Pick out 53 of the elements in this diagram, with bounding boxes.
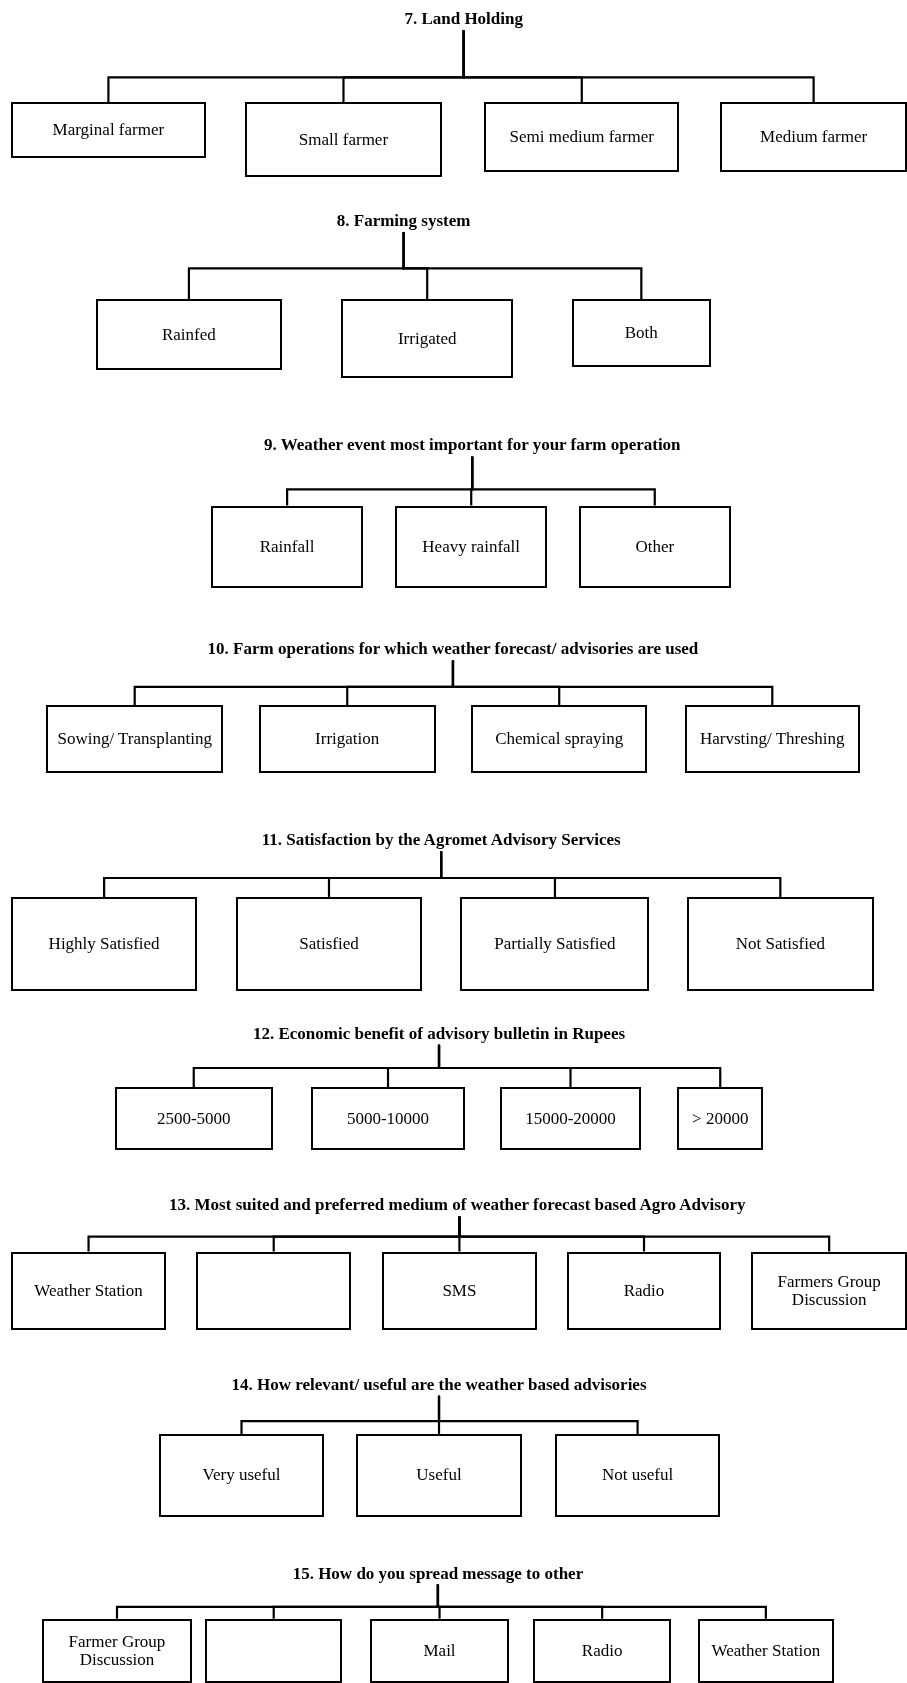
option-box: Rainfed: [95, 299, 283, 371]
option-box: Satisfied: [236, 897, 422, 991]
question-heading: 15. How do you spread message to other: [292, 1562, 584, 1585]
option-box: Partially Satisfied: [460, 897, 650, 991]
question-heading: 12. Economic benefit of advisory bulletin in Rupees: [252, 1022, 626, 1045]
option-box: 15000-20000: [500, 1087, 641, 1150]
question-heading: 7. Land Holding: [404, 8, 523, 31]
connector-line: [451, 660, 774, 706]
option-box: Rainfall: [211, 505, 363, 589]
question-heading: 14. How relevant/ useful are the weather based advisories: [231, 1373, 647, 1396]
connector-line: [458, 1216, 831, 1252]
option-box: Irrigated: [341, 299, 514, 378]
empty-option-box: [196, 1251, 351, 1330]
empty-option-box: [205, 1618, 343, 1683]
option-box: Useful: [356, 1434, 522, 1517]
question-heading: 8. Farming system: [336, 210, 471, 233]
option-box: 2500-5000: [114, 1087, 273, 1150]
option-box: Very useful: [158, 1434, 325, 1517]
option-box: Farmers Group Discussion: [751, 1251, 907, 1330]
option-box: 5000-10000: [311, 1087, 465, 1150]
option-box: Highly Satisfied: [10, 897, 198, 991]
option-box: Other: [578, 505, 731, 589]
option-box: Mail: [370, 1618, 509, 1683]
connector-line: [437, 1044, 722, 1088]
connector-line: [436, 1584, 767, 1619]
connector-line: [440, 851, 782, 898]
option-box: Weather Station: [10, 1251, 167, 1330]
option-box: Heavy rainfall: [395, 505, 548, 589]
option-box: Weather Station: [697, 1618, 834, 1683]
option-box: Radio: [533, 1618, 671, 1683]
option-box: Marginal farmer: [10, 101, 207, 158]
option-box: Farmer Group Discussion: [41, 1618, 193, 1683]
option-box: Sowing/ Transplanting: [46, 705, 224, 773]
option-box: Not useful: [554, 1434, 721, 1517]
option-box: SMS: [382, 1251, 537, 1330]
connector-line: [462, 30, 815, 102]
question-heading: 10. Farm operations for which weather forecast/ advisories are used: [207, 638, 699, 661]
option-box: Semi medium farmer: [484, 101, 680, 172]
option-box: Radio: [566, 1251, 722, 1330]
connector-line: [437, 1395, 639, 1435]
option-box: Both: [572, 299, 711, 368]
option-box: Irrigation: [258, 705, 436, 773]
question-heading: 11. Satisfaction by the Agromet Advisory Services: [261, 829, 621, 852]
option-box: > 20000: [677, 1087, 764, 1150]
option-box: Harvsting/ Threshing: [684, 705, 860, 773]
option-box: Small farmer: [244, 101, 443, 178]
question-heading: 9. Weather event most important for your farm operation: [264, 434, 681, 457]
connector-line: [402, 232, 643, 300]
question-heading: 13. Most suited and preferred medium of weather forecast based Agro Advisory: [169, 1194, 746, 1217]
option-box: Not Satisfied: [686, 897, 874, 991]
option-box: Medium farmer: [720, 101, 907, 172]
option-box: Chemical spraying: [471, 705, 648, 773]
connector-line: [471, 456, 656, 506]
